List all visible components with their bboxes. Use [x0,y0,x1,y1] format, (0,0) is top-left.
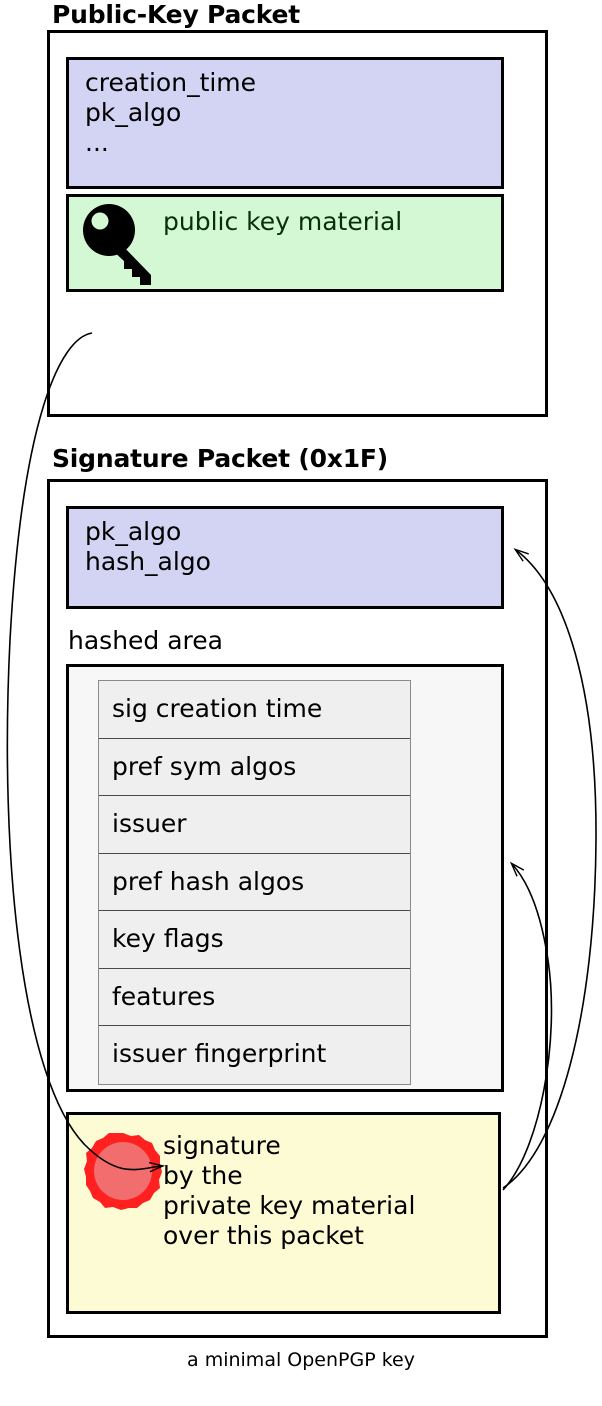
list-item: pref sym algos [99,739,410,796]
signature-packet-title: Signature Packet (0x1F) [52,444,389,473]
list-item: features [99,969,410,1026]
subpacket-list: sig creation time pref sym algos issuer … [98,680,411,1085]
signature-block: signature by the private key material ov… [66,1112,501,1314]
list-item: key flags [99,911,410,969]
list-item: issuer fingerprint [112,1039,327,1068]
public-key-packet-title: Public-Key Packet [52,0,301,29]
wax-seal-icon [84,1133,162,1210]
diagram-caption: a minimal OpenPGP key [187,1349,415,1371]
public-key-material-label: public key material [163,207,403,236]
hashed-area: sig creation time pref sym algos issuer … [66,664,504,1092]
list-item: sig creation time [99,681,410,739]
signature-header-fields-text: pk_algo hash_algo [85,517,211,576]
public-key-material-box: public key material [66,194,504,292]
signature-header-fields: pk_algo hash_algo [66,506,504,609]
list-item: issuer [99,796,410,854]
public-key-header-fields: creation_time pk_algo ... [66,57,504,189]
public-key-header-fields-text: creation_time pk_algo ... [85,68,257,157]
hashed-area-label: hashed area [68,626,223,655]
list-item: pref hash algos [99,854,410,911]
signature-block-text: signature by the private key material ov… [163,1131,416,1250]
key-icon [83,204,151,285]
